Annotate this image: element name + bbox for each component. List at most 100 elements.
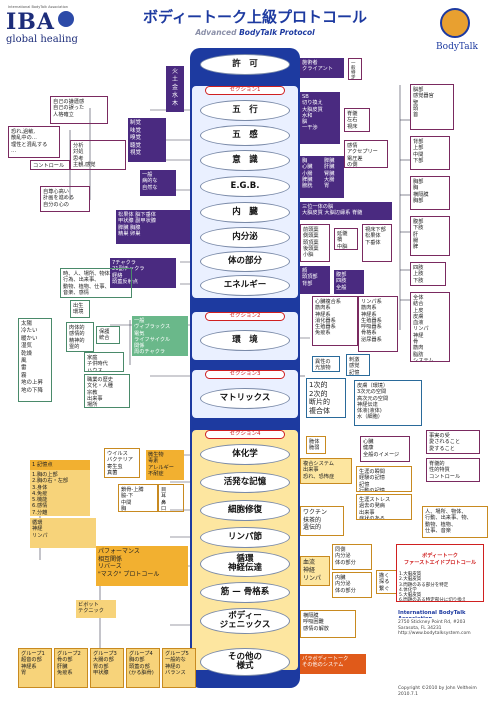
senses-left-box: 自己の謙遜感 自己の誤った 人格確立 [50, 96, 108, 124]
circ-list-box: 循環 神経 リンパ [30, 518, 96, 548]
right-column-2: 背部 上部 中間 下部 [410, 136, 450, 170]
logo-main: IBA [6, 9, 55, 35]
copyright: Copyright ©2010 by John Veltheim 2010.7.… [398, 686, 477, 697]
memory-list-header: 1 記憶点 [30, 460, 90, 470]
env-body-box: 肉体的 感情的 精神的 霊的 [66, 322, 94, 352]
bodypart-left-box: 顔 頭頂部 背部 [300, 266, 330, 294]
spine-gogyo[interactable]: 五 行 [200, 100, 290, 121]
lymph-system-box: リンパ系 筋肉系 神経系 生殖器系 呼吸器系 骨格系 泌尿器系 [358, 296, 398, 352]
subtitle-advanced: Advanced [195, 28, 237, 37]
group-4: グループ4 胸の部 頭蓋の部 (かる脳骨) [126, 648, 160, 688]
spine-egb[interactable]: E.G.B. [200, 176, 290, 197]
association-address: 2750 Stickney Point Rd, #203 Sarasota, F… [398, 620, 471, 636]
env-protect-box: 保護 統合 [96, 326, 120, 344]
memory-list-3: 目 耳 鼻 口 骨 [158, 484, 184, 512]
group-2: グループ2 骨の部 肝臓 免疫系 [54, 648, 88, 688]
bodytalk-logo-text: BodyTalk [436, 42, 478, 52]
memory-list: 1.胸の上部 2.胸の右・左部 3.身体 4.免疫 5.機能 6.感情 7.分離 [30, 470, 90, 516]
perf-box: パフォーマンス 相互関係 リバース "マスク" プロトコール [96, 546, 188, 586]
spine-energy[interactable]: エネルギー [200, 275, 290, 296]
right-column-5: 四肢 上肢 下肢 [410, 262, 446, 286]
stress-box: 生涯ストレス 過去の発病 出来事 症状のある [356, 494, 412, 520]
association-name: International BodyTalk Association [398, 610, 466, 618]
spine-circulation[interactable]: 循環 神経伝達 [200, 551, 290, 577]
control-box: コントロール [30, 160, 70, 170]
env-history-box: 職業の歴史 文化・人種 宗教 出来事 場所 [84, 374, 130, 408]
spine-other[interactable]: その他の 様式 [200, 648, 290, 676]
spine-matrix[interactable]: マトリックス [200, 388, 290, 409]
page-title: ボディートーク上級プロトコール [143, 8, 367, 26]
circ-right-box: 内臓 内分泌 体の部分 [332, 572, 372, 598]
logo-sub: global healing [6, 34, 78, 45]
circ-left-box: 同側 内分泌 体の部分 [332, 544, 372, 570]
sb-box: SB 切り換え 大脳皮質 水和 脳 一干渉 [300, 92, 340, 144]
spine-bodygenics[interactable]: ボディー ジェニックス [200, 608, 290, 634]
right-column-top: 脳部 感覚器官 聖 頭 首 [410, 84, 454, 130]
matrix-center-box: 1次的 2次的 断片的 複合体 [306, 378, 346, 418]
endocrine-mid2-box: 延髄 橋 中脳 [334, 228, 358, 250]
nervous2-box: 感情 アクセプリー 電圧差 の側 [344, 140, 388, 168]
first-aid-title: ボディートーク ファーストエイドプロトコール [403, 553, 477, 566]
nervous-box: 脊髄 左右 視床 [344, 108, 370, 132]
organs1-box: 胸 心臓 小腸 脾臓 膀胱 [300, 156, 322, 198]
bodytalk-logo: BodyTalk [422, 8, 492, 58]
organs2-box: 膵臓 肝臓 腎臓 大腸 胃 [322, 156, 344, 198]
spine-taikagaku[interactable]: 体化学 [200, 444, 290, 465]
group-3: グループ3 大腸の部 胃の部 甲状腺 [90, 648, 124, 688]
matrix-top-box: 異性の 光放物 [312, 356, 340, 372]
globe-person-icon [440, 8, 470, 38]
section4-label: セクション4 [205, 430, 285, 439]
spine-cell[interactable]: 細胞修復 [200, 500, 290, 521]
spine-muscle[interactable]: 筋 — 骨格系 [200, 582, 290, 603]
section1-label: セクション1 [205, 86, 285, 95]
environment-list-box: 時、人、場所、物体、 行為、出来事、 動物、植物、仕事、 音楽、感情 [60, 268, 132, 298]
first-aid-body: 1.大脳皮質 2.大脳皮質 3.問題のある部分を特定 4.体化学 5.大脳皮質 … [399, 572, 467, 602]
right-column-6: 全体 結合 上皮 皮膚 血液 リンパ 神経 骨 筋肉 脂肪 システム [410, 292, 450, 362]
cell-right-box: ワクチン 抹茶的 遺伝的 [300, 506, 344, 536]
section2-label: セクション2 [205, 312, 285, 321]
group-5: グループ5 一般的な 神経の バランス [162, 648, 196, 688]
chakra-box: 7チャクラ 21副チャクラ 経絡 頭蓋反射点 [110, 258, 176, 288]
page-subtitle: Advanced BodyTalk Protocol [140, 28, 370, 37]
heart-box: 心臓 健康 全般のイメージ [360, 436, 410, 462]
egb-left-box: 自尊心高い 計画を進める 自分の心の [40, 186, 90, 212]
env-general-box: 一般 ヴィブラックス 電気 ライフサイクル 関係 周のチャクラ [132, 316, 188, 356]
right-person-box: 人、場所、物体、 行動、出来事、物、 動物、植物、 仕事、音楽 [422, 506, 488, 538]
right-person3-box: 脊髄的 性的特質 コントロール [426, 458, 480, 482]
spine-kankyo[interactable]: 環 境 [200, 330, 290, 351]
env-home-box: 家庭 子供時代 ハウス [84, 352, 124, 372]
spine-naizo[interactable]: 内 臓 [200, 202, 290, 223]
spine-karada[interactable]: 体の部分 [200, 251, 290, 272]
permit-box: 施術者 クライアント [300, 58, 344, 78]
spine-ishiki[interactable]: 意 識 [200, 150, 290, 171]
spine-lymph[interactable]: リンパ節 [200, 527, 290, 548]
section3-label: セクション3 [205, 370, 285, 379]
emotion-left-box: 恐れ,過敏, 散乱中の… 理性と混乱する … [8, 126, 60, 158]
iba-logo: IBA International BodyTalk Association g… [6, 5, 101, 47]
first-aid-box: ボディートーク ファーストエイドプロトコール 1.大脳皮質 2.大脳皮質 3.問… [396, 544, 484, 602]
logo-globe-icon [58, 11, 74, 27]
group-1: グループ1 超音の部 神経系 胃 [18, 648, 52, 688]
emotion-mid-box: 分析 対処 思考 主観,感覚 [70, 140, 126, 170]
matrix-right-box: 皮膚（環境） 3次元の空間 高次元の空間 神経伝達 体液(液体) 水（細胞） [354, 380, 422, 426]
muscle-box: 横隔膜 呼吸困難 感情の解放 [300, 610, 356, 638]
sankaku-box: 三位一体の脳 大脳皮質 大脳辺縁系 脊髄 [300, 202, 392, 220]
general1-box: 一般 特定 [348, 58, 362, 80]
bodypart-right-box: 腹部 四肢 全般 [334, 270, 364, 294]
spine-gokan[interactable]: 五 感 [200, 125, 290, 146]
env-birth-box: 出生 環境 [70, 300, 90, 318]
spine-naibunpi[interactable]: 内分泌 [200, 227, 290, 248]
gogyo-elements: 火 土 金 水 木 [166, 66, 184, 112]
fragile-box: 脆体 脆弱 [306, 436, 326, 454]
spine-permit[interactable]: 許 可 [200, 54, 290, 75]
viral-box: ウイルス バクテリア 寄生虫 真菌 [104, 448, 140, 478]
right-column-3: 胸部 胸 横隔膜 胸部 [410, 176, 450, 210]
spine-memory[interactable]: 活発な記憶 [200, 472, 290, 493]
endocrine-mid-box: 前頭葉 側頭葉 頭頂葉 後頭葉 小脳 [300, 224, 330, 262]
right-person2-box: 事実の受 愛されること 愛すること [426, 430, 480, 454]
senses-right-box: 制覚 味覚 嗅覚 聴覚 視覚 [128, 118, 166, 162]
vitality-box: ビボット テクニック [76, 600, 116, 618]
circ-right2-box: 撒く 探る 繋ぐ [376, 570, 398, 594]
neuro-box: 心臓複合系 筋肉系 神経系 消化器系 生殖器系 免疫系 [312, 296, 358, 346]
endocrine-mid3-box: 視床下部 松果体 下垂体 [362, 224, 392, 262]
